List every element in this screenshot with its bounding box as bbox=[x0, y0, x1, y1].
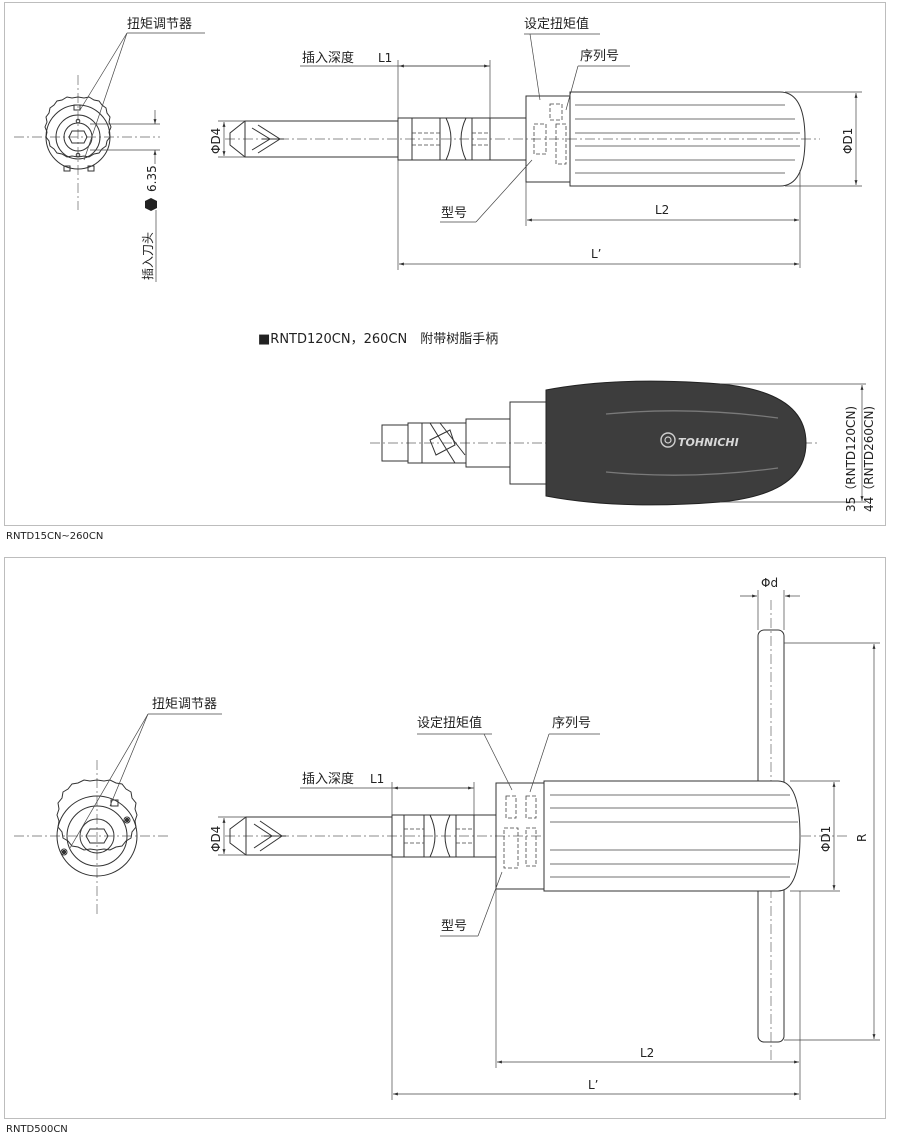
svg-text:L2: L2 bbox=[655, 203, 669, 217]
svg-text:插入刀头: 插入刀头 bbox=[141, 232, 155, 280]
svg-text:L’: L’ bbox=[591, 247, 602, 261]
top-lp-dimension: L’ bbox=[397, 160, 799, 270]
svg-text:插入深度: 插入深度 bbox=[302, 771, 354, 787]
hex-icon bbox=[145, 198, 157, 211]
svg-text:ΦD4: ΦD4 bbox=[209, 128, 223, 154]
top-end-view bbox=[14, 75, 160, 210]
svg-text:L1: L1 bbox=[370, 772, 384, 786]
svg-text:ΦD4: ΦD4 bbox=[209, 826, 223, 852]
bottom-model-label: 型号 bbox=[440, 871, 503, 937]
top-d1-dimension: ΦD1 bbox=[785, 91, 862, 187]
top-hex-dimension: 6.35 插入刀头 bbox=[90, 110, 160, 282]
top-set-torque-label: 设定扭矩值 bbox=[524, 16, 600, 101]
bottom-end-view bbox=[14, 760, 170, 915]
bottom-serial-label: 序列号 bbox=[529, 716, 600, 793]
svg-text:L1: L1 bbox=[378, 51, 392, 65]
bottom-side-view bbox=[225, 600, 850, 1060]
svg-text:扭矩调节器: 扭矩调节器 bbox=[127, 17, 192, 32]
resin-handle-view: TOHNICHI bbox=[370, 380, 820, 506]
variant-note: ■RNTD120CN，260CN 附带树脂手柄 bbox=[258, 332, 498, 347]
bottom-d1-dimension: ΦD1 bbox=[790, 780, 840, 892]
brand-text: TOHNICHI bbox=[678, 436, 739, 449]
bottom-l2-dimension: L2 bbox=[495, 889, 801, 1100]
svg-text:插入深度: 插入深度 bbox=[302, 50, 354, 66]
svg-text:L’: L’ bbox=[588, 1078, 599, 1092]
svg-text:序列号: 序列号 bbox=[580, 49, 619, 64]
svg-text:ΦD1: ΦD1 bbox=[841, 128, 855, 154]
svg-text:35（RNTD120CN): 35（RNTD120CN) bbox=[844, 406, 858, 512]
bottom-d-dimension: Φd bbox=[740, 576, 800, 630]
svg-text:设定扭矩值: 设定扭矩值 bbox=[417, 715, 482, 731]
bottom-l1-dimension: 插入深度 L1 bbox=[300, 771, 475, 815]
bottom-lp-dimension: L’ bbox=[391, 857, 799, 1100]
svg-text:6.35: 6.35 bbox=[145, 165, 159, 192]
svg-text:设定扭矩值: 设定扭矩值 bbox=[524, 16, 589, 32]
svg-text:44（RNTD260CN): 44（RNTD260CN) bbox=[862, 406, 876, 512]
bottom-caption: RNTD500CN bbox=[6, 1124, 68, 1135]
svg-text:扭矩调节器: 扭矩调节器 bbox=[152, 697, 217, 712]
top-model-label: 型号 bbox=[440, 159, 533, 223]
bottom-set-torque-label: 设定扭矩值 bbox=[417, 715, 513, 791]
svg-text:型号: 型号 bbox=[441, 206, 467, 221]
top-side-view bbox=[225, 91, 820, 187]
svg-text:L2: L2 bbox=[640, 1046, 654, 1060]
svg-text:Φd: Φd bbox=[761, 576, 778, 590]
svg-text:R: R bbox=[855, 834, 869, 842]
svg-text:ΦD1: ΦD1 bbox=[819, 826, 833, 852]
top-l1-dimension: 插入深度 L1 bbox=[300, 50, 491, 118]
top-caption: RNTD15CN~260CN bbox=[6, 531, 104, 542]
top-serial-label: 序列号 bbox=[565, 49, 630, 111]
resin-size-dimension: 35（RNTD120CN) 44（RNTD260CN) bbox=[720, 383, 876, 512]
bottom-d4-dimension: ΦD4 bbox=[209, 816, 246, 856]
svg-text:序列号: 序列号 bbox=[552, 716, 591, 731]
bottom-adjuster-label: 扭矩调节器 bbox=[69, 697, 222, 849]
top-adjuster-label: 扭矩调节器 bbox=[79, 17, 205, 161]
brand-logo-icon bbox=[660, 432, 676, 448]
top-l2-dimension: L2 bbox=[525, 170, 801, 268]
top-d4-dimension: ΦD4 bbox=[209, 120, 245, 158]
svg-text:型号: 型号 bbox=[441, 919, 467, 934]
